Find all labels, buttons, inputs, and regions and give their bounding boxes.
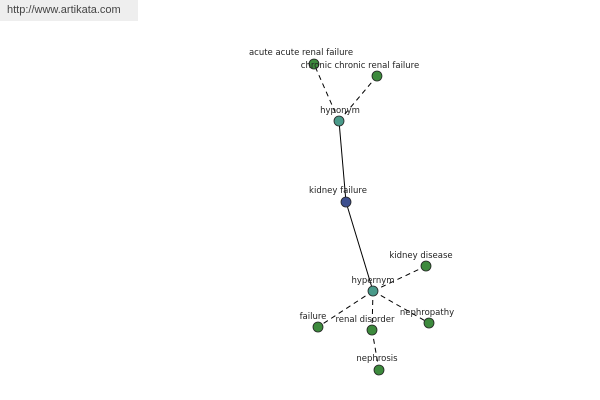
- node-label-chronic[interactable]: chronic chronic renal failure: [301, 61, 419, 71]
- node-chronic[interactable]: chronic chronic renal failure: [301, 61, 419, 82]
- node-renal-disorder[interactable]: renal disorder: [335, 315, 395, 336]
- node-marker-chronic[interactable]: [371, 70, 383, 82]
- node-label-hyponym[interactable]: hyponym: [320, 106, 360, 116]
- node-center[interactable]: kidney failure: [309, 186, 367, 208]
- node-failure[interactable]: failure: [300, 312, 327, 333]
- node-hyponym[interactable]: hyponym: [320, 106, 360, 127]
- edge-hyponym-acute: [313, 63, 340, 122]
- source-url-banner[interactable]: http://www.artikata.com: [0, 0, 138, 21]
- node-marker-hypernym[interactable]: [367, 285, 379, 297]
- node-nephropathy[interactable]: nephropathy: [400, 308, 454, 329]
- edge-center-hyponym: [338, 120, 347, 203]
- node-marker-nephrosis[interactable]: [373, 364, 385, 376]
- node-label-acute[interactable]: acute acute renal failure: [249, 48, 353, 58]
- edge-center-hypernym: [345, 201, 374, 292]
- node-marker-center[interactable]: [340, 196, 352, 208]
- node-hypernym[interactable]: hypernym: [351, 276, 395, 297]
- nodes-layer: kidney failure hyponym acute acute renal f…: [249, 48, 454, 376]
- node-marker-failure[interactable]: [312, 321, 324, 333]
- node-kidney-disease[interactable]: kidney disease: [389, 251, 453, 272]
- edge-hyponym-chronic: [338, 75, 378, 122]
- node-marker-renal-disorder[interactable]: [366, 324, 378, 336]
- node-marker-acute[interactable]: [308, 58, 320, 70]
- node-label-kidney-disease[interactable]: kidney disease: [389, 251, 452, 261]
- node-label-hypernym[interactable]: hypernym: [351, 276, 394, 286]
- node-label-nephrosis[interactable]: nephrosis: [356, 354, 398, 364]
- node-acute[interactable]: acute acute renal failure: [249, 48, 353, 70]
- node-label-renal-disorder[interactable]: renal disorder: [335, 315, 395, 325]
- node-marker-hyponym[interactable]: [333, 115, 345, 127]
- node-label-nephropathy[interactable]: nephropathy: [400, 308, 454, 318]
- edge-hypernym-kidney-disease: [372, 265, 427, 292]
- node-label-failure[interactable]: failure: [300, 312, 327, 322]
- edge-hypernym-failure: [317, 290, 374, 328]
- edge-hypernym-nephropathy: [372, 290, 430, 324]
- edges-layer: [313, 63, 430, 371]
- edge-hypernym-renal-disorder: [371, 290, 374, 331]
- node-marker-nephropathy[interactable]: [423, 317, 435, 329]
- node-nephrosis[interactable]: nephrosis: [356, 354, 398, 376]
- node-marker-kidney-disease[interactable]: [420, 260, 432, 272]
- node-label-center[interactable]: kidney failure: [309, 186, 367, 196]
- edge-renal-disorder-nephrosis: [371, 329, 380, 371]
